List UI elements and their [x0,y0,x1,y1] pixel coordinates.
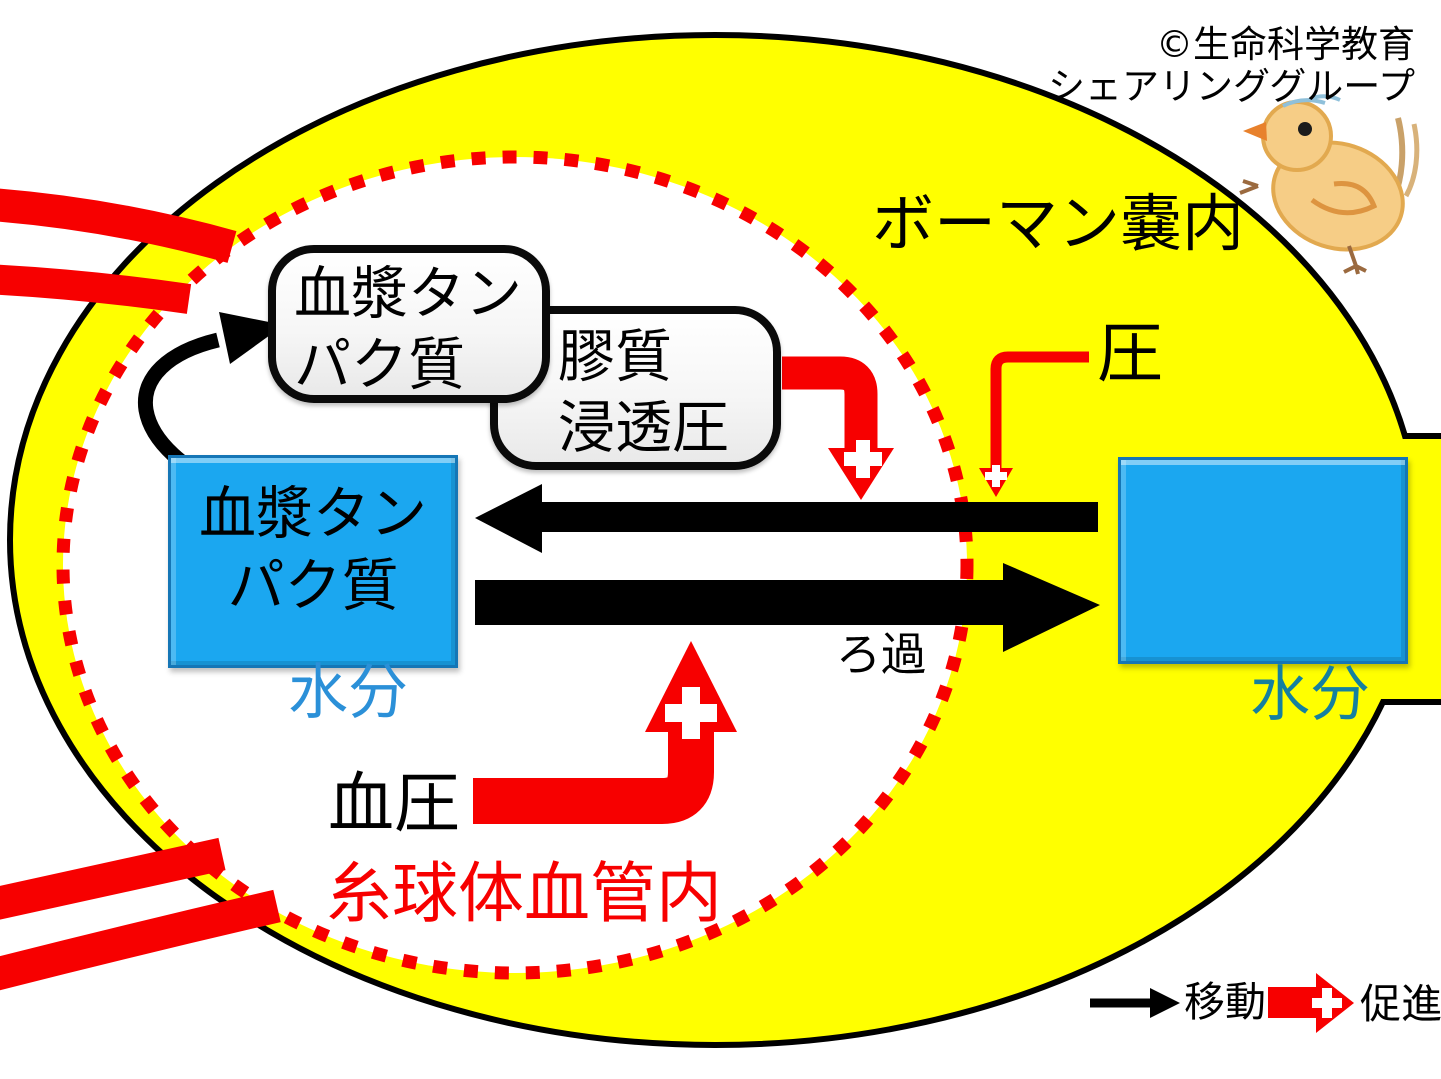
glomerulus-label: 糸球体血管内 [326,855,722,932]
osmotic-pressure-bubble: 膠質 浸透圧 [490,306,781,470]
legend-promote-label: 促進 [1360,980,1441,1028]
arteriole-stripe [0,889,281,991]
blood-pressure-arrow [473,641,737,824]
filtration-label: ろ過 [836,628,927,681]
glomerulus-dotted-border [56,150,974,980]
credit-line2: シェアリンググループ [1047,65,1415,108]
plasma-bubble-line1: 血漿タン [294,261,522,327]
filtrate-box [1118,457,1408,664]
plus-icon [1312,988,1342,1018]
legend-move-label: 移動 [1184,978,1266,1026]
legend-promote-arrow [1268,973,1354,1033]
water-label-left: 水分 [288,658,408,728]
osmotic-pressure-arrow [782,356,894,500]
plasma-protein-bubble: 血漿タン パク質 [268,245,550,403]
bowman-capsule-label: ボーマン嚢内 [872,187,1245,260]
plus-icon [844,440,882,478]
plasma-protein-box: 血漿タン パク質 [168,455,458,668]
blood-pressure-label: 血圧 [328,765,460,842]
left-box-line2: パク質 [227,553,399,619]
reabsorption-arrow [475,484,1098,553]
water-label-right: 水分 [1250,660,1370,730]
arteriole-stripe [0,188,237,263]
chick-illustration [1239,94,1420,275]
arteriole-stripe [0,837,226,920]
plus-icon [985,465,1007,487]
osmotic-bubble-line2: 浸透圧 [558,395,729,461]
legend-move-arrow [1090,988,1180,1018]
pressure-connector-arrow [979,351,1089,497]
pressure-label: 圧 [1097,315,1163,392]
credit-text: ©生命科学教育 シェアリンググループ [1048,24,1415,108]
plus-icon [665,687,717,739]
plasma-bubble-line2: パク質 [294,332,465,398]
arteriole-stripes [0,188,281,991]
arteriole-stripe [0,264,192,314]
left-box-line1: 血漿タン [199,481,427,547]
filtration-arrow [475,563,1100,652]
credit-line1: ©生命科学教育 [1156,23,1415,66]
osmotic-bubble-line1: 膠質 [558,324,672,390]
